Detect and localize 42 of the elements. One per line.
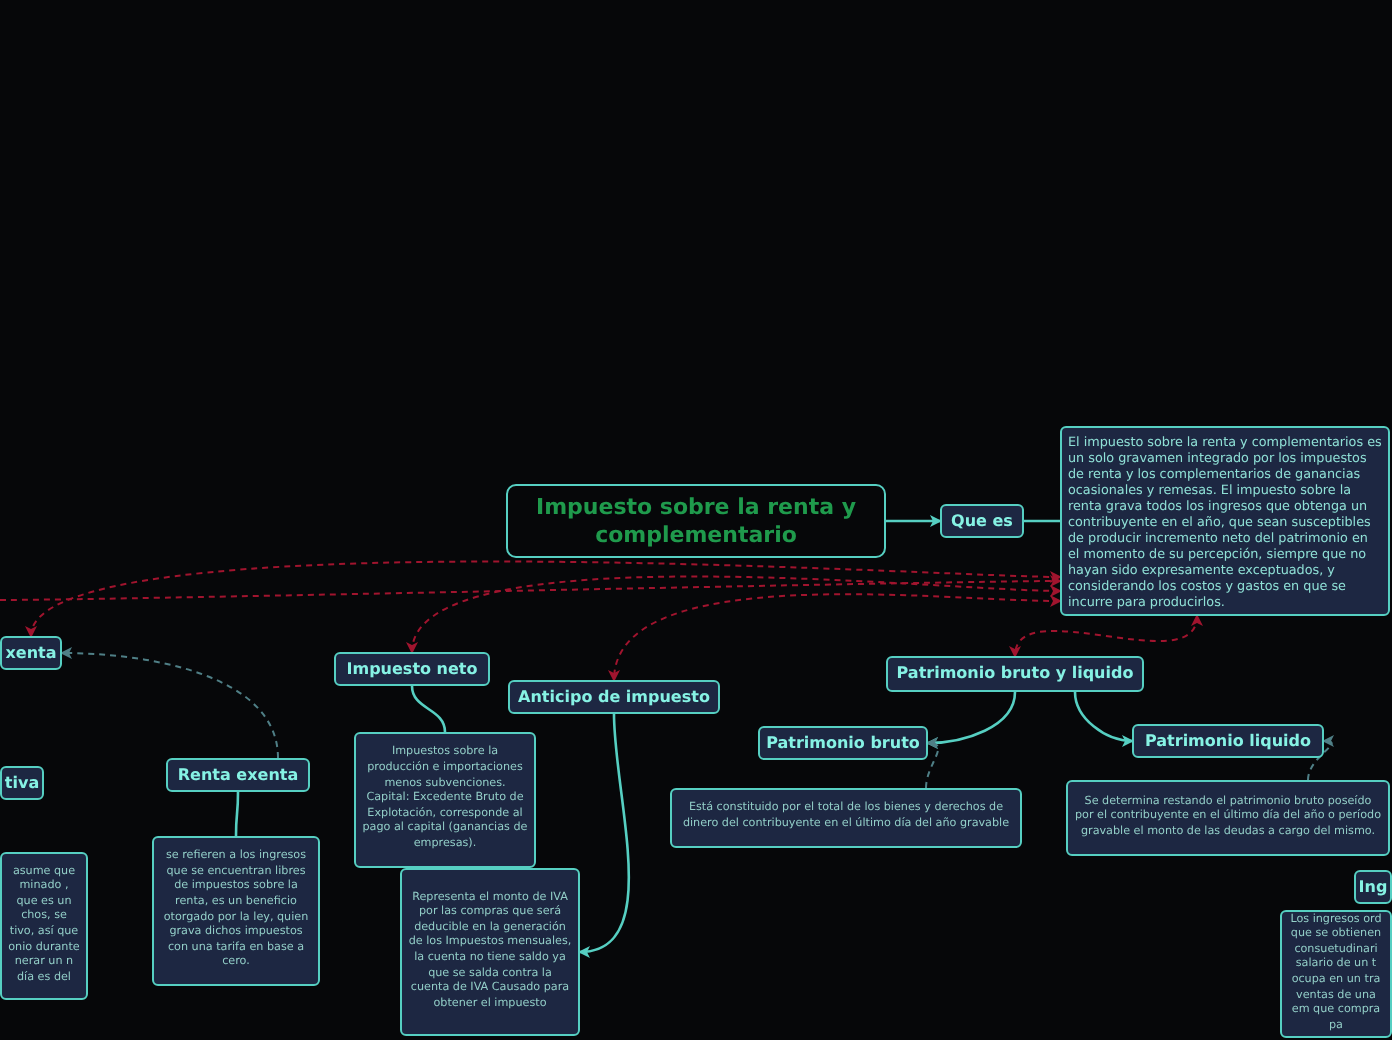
topic-box [0, 636, 62, 670]
connector-line [234, 792, 240, 836]
topic-box [886, 656, 1144, 692]
note-box [0, 852, 88, 1000]
topic-box [334, 652, 490, 686]
arrow [610, 593, 1062, 682]
node-text: xenta [5, 643, 57, 663]
connector-line [410, 685, 447, 733]
node-text: Anticipo de impuesto [518, 687, 710, 707]
node-text: Que es [951, 511, 1013, 531]
note-box [400, 868, 580, 1036]
note-box [1066, 780, 1390, 856]
node-text: Patrimonio liquido [1145, 731, 1311, 751]
note-box [670, 788, 1022, 848]
topic-box [0, 766, 44, 800]
title-box [506, 484, 886, 558]
topic-box [1354, 870, 1392, 904]
node-text: tiva [4, 773, 40, 793]
arrow [1073, 691, 1134, 747]
arrow [60, 647, 279, 759]
arrow [925, 737, 940, 789]
topic-box [166, 758, 310, 792]
node-text: Patrimonio bruto y liquido [896, 664, 1134, 684]
topic-box [940, 504, 1024, 538]
connector-line [1024, 519, 1060, 523]
arrow [1307, 735, 1335, 781]
arrow [1011, 614, 1201, 658]
arrow [29, 560, 1062, 638]
note-box [152, 836, 320, 986]
topic-box [758, 726, 928, 760]
topic-box [1132, 724, 1324, 758]
topic-box [508, 680, 720, 714]
arrow [578, 713, 630, 957]
node-text: Ing [1358, 877, 1388, 897]
node-text: Patrimonio bruto [766, 733, 920, 753]
arrow [0, 575, 1062, 601]
arrow [886, 515, 942, 527]
node-text: Impuesto sobre la renta y complementario [533, 493, 859, 549]
note-box [354, 732, 536, 868]
node-text: Impuesto neto [346, 659, 478, 679]
arrow [410, 575, 1062, 654]
node-text: Renta exenta [177, 765, 299, 785]
